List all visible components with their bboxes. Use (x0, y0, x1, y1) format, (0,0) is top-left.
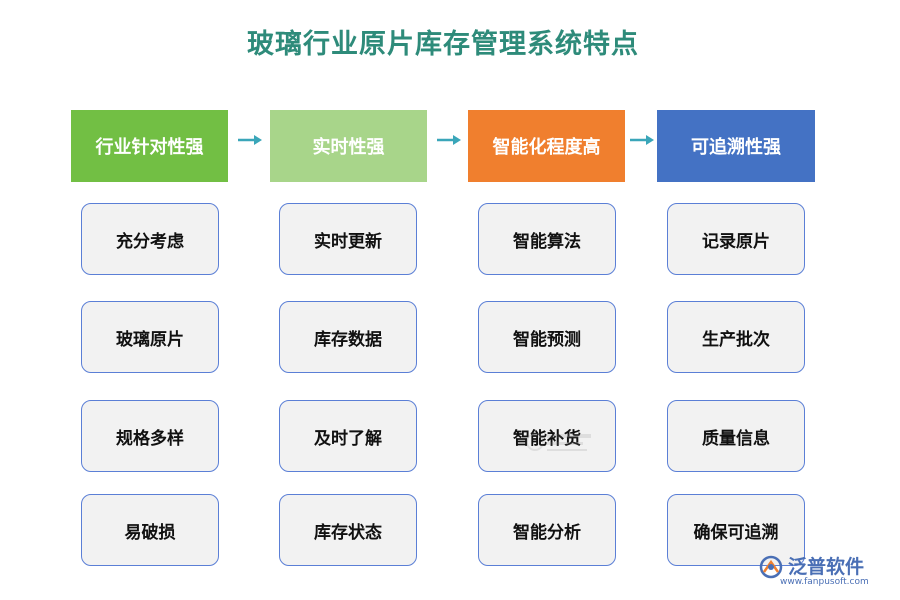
column-header-3: 智能化程度高 (468, 110, 625, 182)
feature-card: 及时了解 (279, 400, 417, 472)
feature-card: 记录原片 (667, 203, 805, 275)
feature-card: 库存数据 (279, 301, 417, 373)
arrow-right-icon (238, 135, 262, 145)
arrow-right-icon (630, 135, 654, 145)
feature-card: 质量信息 (667, 400, 805, 472)
feature-card: 智能补货 (478, 400, 616, 472)
feature-card: 智能算法 (478, 203, 616, 275)
brand-url: www.fanpusoft.com (780, 577, 869, 587)
page-title: 玻璃行业原片库存管理系统特点 (247, 29, 639, 60)
brand-logo: 泛普软件 www.fanpusoft.com (758, 550, 888, 592)
feature-card: 规格多样 (81, 400, 219, 472)
watermark-logo-icon (526, 433, 591, 451)
feature-card: 易破损 (81, 494, 219, 566)
feature-card: 确保可追溯 (667, 494, 805, 566)
column-header-2: 实时性强 (270, 110, 427, 182)
brand-name: 泛普软件 (788, 556, 865, 578)
feature-card: 玻璃原片 (81, 301, 219, 373)
feature-card: 充分考虑 (81, 203, 219, 275)
feature-card: 智能预测 (478, 301, 616, 373)
column-header-1: 行业针对性强 (71, 110, 228, 182)
feature-card: 生产批次 (667, 301, 805, 373)
feature-card: 库存状态 (279, 494, 417, 566)
feature-card: 智能分析 (478, 494, 616, 566)
brand-logo-icon (759, 555, 783, 579)
feature-card: 实时更新 (279, 203, 417, 275)
column-header-4: 可追溯性强 (657, 110, 815, 182)
arrow-right-icon (437, 135, 461, 145)
